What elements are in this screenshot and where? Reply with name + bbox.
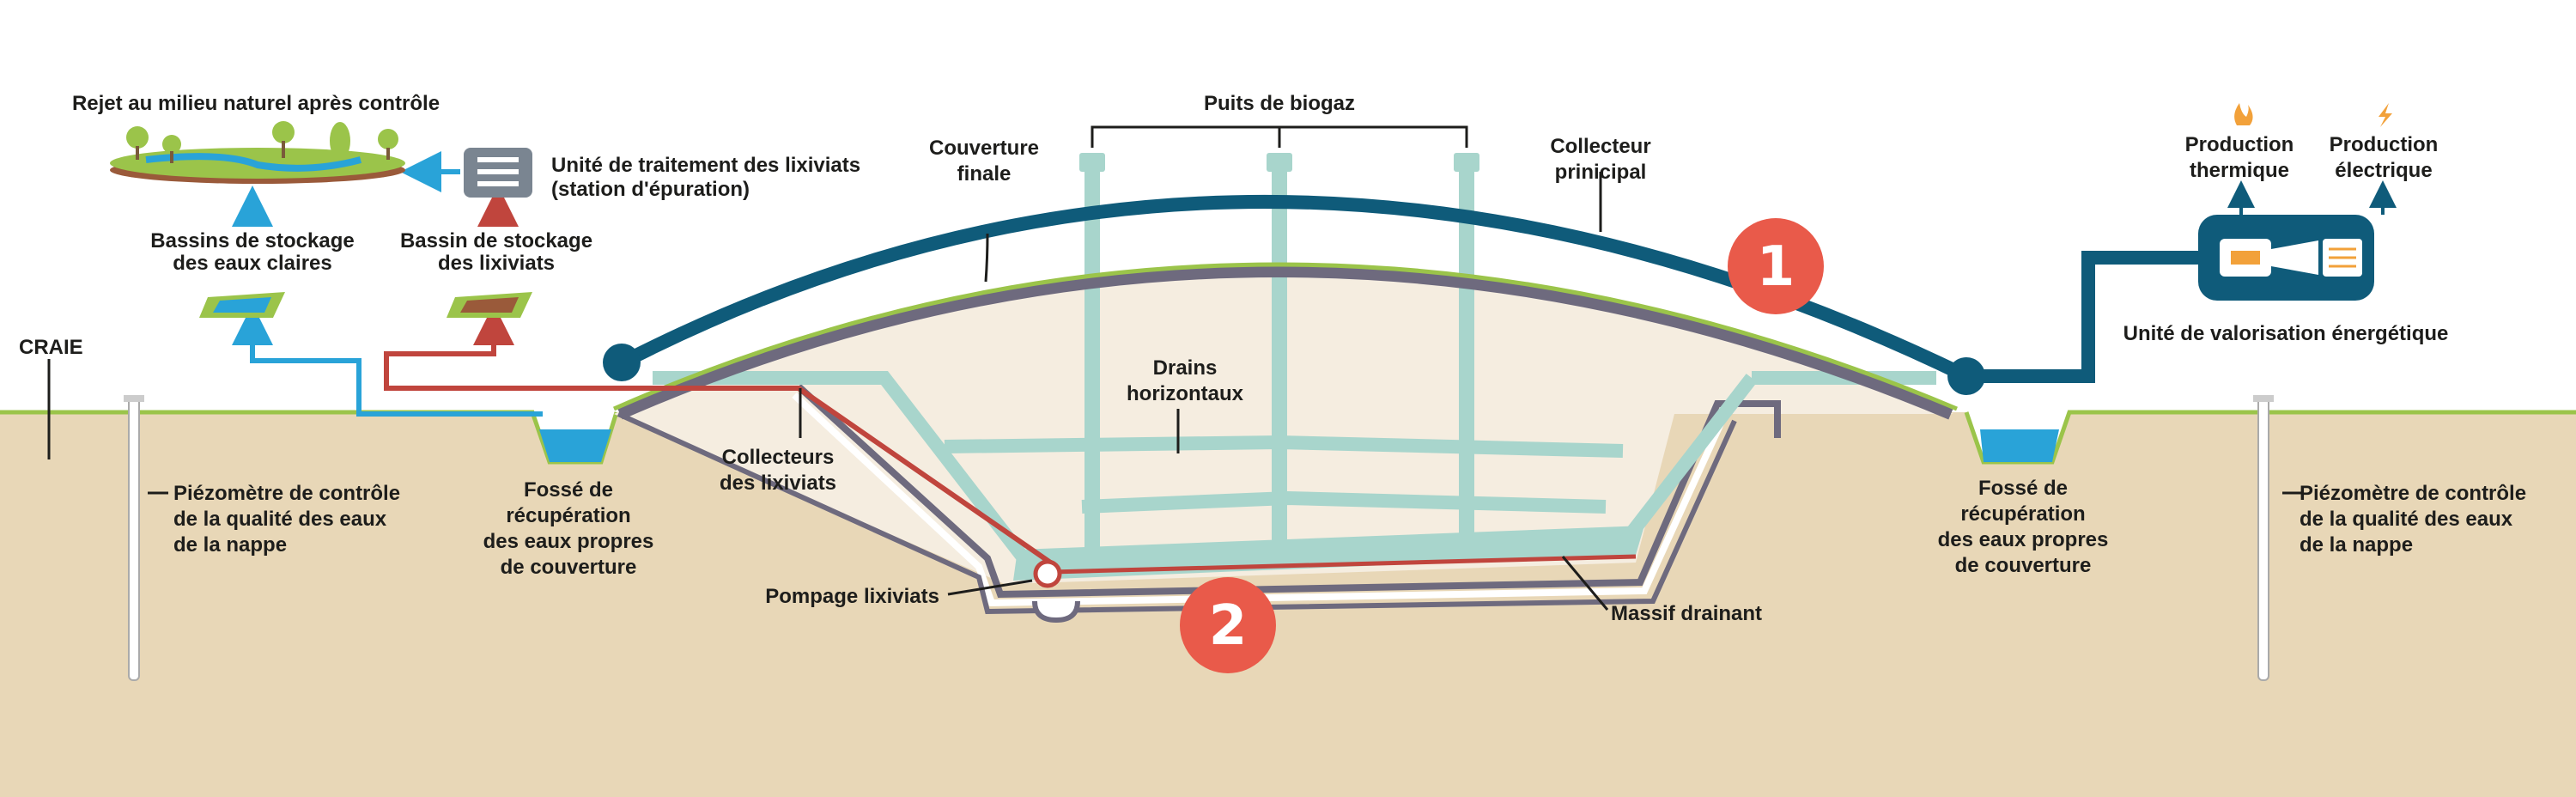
- label-bassin-lixiviats-1: Bassin de stockage: [400, 229, 592, 252]
- treatment-unit-icon: [464, 148, 532, 198]
- label-bassins-claires-1: Bassins de stockage: [150, 229, 354, 252]
- fosse-right-water: [1980, 429, 2059, 462]
- badge-1-label: 1: [1757, 235, 1795, 299]
- label-collecteur-principal-1: Collecteur: [1550, 135, 1650, 158]
- label-piezo-right-1: Piézomètre de contrôle: [2300, 482, 2526, 505]
- label-fosse-right-3: des eaux propres: [1938, 528, 2109, 551]
- label-traitement-1: Unité de traitement des lixiviats: [551, 154, 860, 177]
- liner-inner: [617, 411, 1737, 615]
- label-couverture-1: Couverture: [929, 137, 1039, 160]
- label-massif: Massif drainant: [1611, 602, 1762, 625]
- label-pompage: Pompage lixiviats: [765, 585, 939, 608]
- label-bassins-claires-2: des eaux claires: [173, 252, 331, 275]
- badge-2-label: 2: [1209, 594, 1248, 658]
- label-piezo-left-1: Piézomètre de contrôle: [173, 482, 400, 505]
- leachate-bottom-pipe: [1051, 554, 1637, 575]
- natural-environment-icon: [110, 121, 405, 184]
- label-piezo-right-3: de la nappe: [2300, 533, 2413, 557]
- label-fosse-left-1: Fossé de: [524, 478, 613, 502]
- collector-end-left: [603, 344, 641, 381]
- pump-icon: [1033, 559, 1062, 588]
- label-puits: Puits de biogaz: [1204, 92, 1355, 115]
- liner-outer: [796, 384, 1781, 599]
- label-prod-thermique-2: thermique: [2190, 159, 2289, 182]
- lightning-icon: [2379, 103, 2392, 127]
- clear-water-basin-water: [213, 297, 271, 313]
- label-traitement-2: (station d'épuration): [551, 178, 750, 201]
- label-drains-2: horizontaux: [1127, 382, 1244, 405]
- label-collecteurs-lix-1: Collecteurs: [722, 446, 835, 469]
- label-drains-1: Drains: [1153, 356, 1218, 380]
- puits-bracket: [1091, 125, 1468, 148]
- label-couverture-2: finale: [957, 162, 1012, 186]
- label-fosse-left-4: de couverture: [501, 556, 637, 579]
- label-piezo-left-2: de la qualité des eaux: [173, 508, 387, 531]
- badge-1: [1728, 218, 1824, 314]
- label-fosse-left-2: récupération: [506, 504, 630, 527]
- label-fosse-right-4: de couverture: [1955, 554, 2092, 577]
- collector-to-energy: [1966, 251, 2211, 383]
- label-rejet: Rejet au milieu naturel après contrôle: [72, 92, 440, 115]
- sump: [1032, 600, 1080, 624]
- label-collecteurs-lix-2: des lixiviats: [720, 472, 836, 495]
- badge-2: [1180, 577, 1276, 673]
- label-piezo-left-3: de la nappe: [173, 533, 287, 557]
- piezometer-right: [2253, 395, 2274, 681]
- cover-grey: [617, 265, 1953, 420]
- label-prod-thermique-1: Production: [2185, 133, 2294, 156]
- label-prod-electrique-1: Production: [2330, 133, 2439, 156]
- biogas-wells: [1084, 163, 1474, 550]
- piezometer-left: [124, 395, 144, 681]
- leader-lines: [47, 172, 2301, 611]
- label-valorisation: Unité de valorisation énergétique: [2123, 322, 2449, 345]
- label-prod-electrique-2: électrique: [2335, 159, 2432, 182]
- label-bassin-lixiviats-2: des lixiviats: [438, 252, 555, 275]
- energy-unit-icon: [2198, 215, 2374, 301]
- liner-white: [792, 392, 1729, 607]
- label-fosse-right-2: récupération: [1960, 502, 2085, 526]
- label-collecteur-principal-2: prinicipal: [1555, 161, 1647, 184]
- fosse-left-water: [539, 429, 611, 462]
- leachate-basin-water: [460, 297, 519, 313]
- label-fosse-left-3: des eaux propres: [483, 530, 654, 553]
- label-piezo-right-2: de la qualité des eaux: [2300, 508, 2513, 531]
- well-heads: [1079, 153, 1479, 172]
- label-fosse-right-1: Fossé de: [1978, 477, 2068, 500]
- cover-green: [612, 262, 1958, 411]
- flame-icon: [2234, 103, 2253, 125]
- label-craie: CRAIE: [19, 336, 83, 359]
- clear-water-pipe: [250, 328, 543, 417]
